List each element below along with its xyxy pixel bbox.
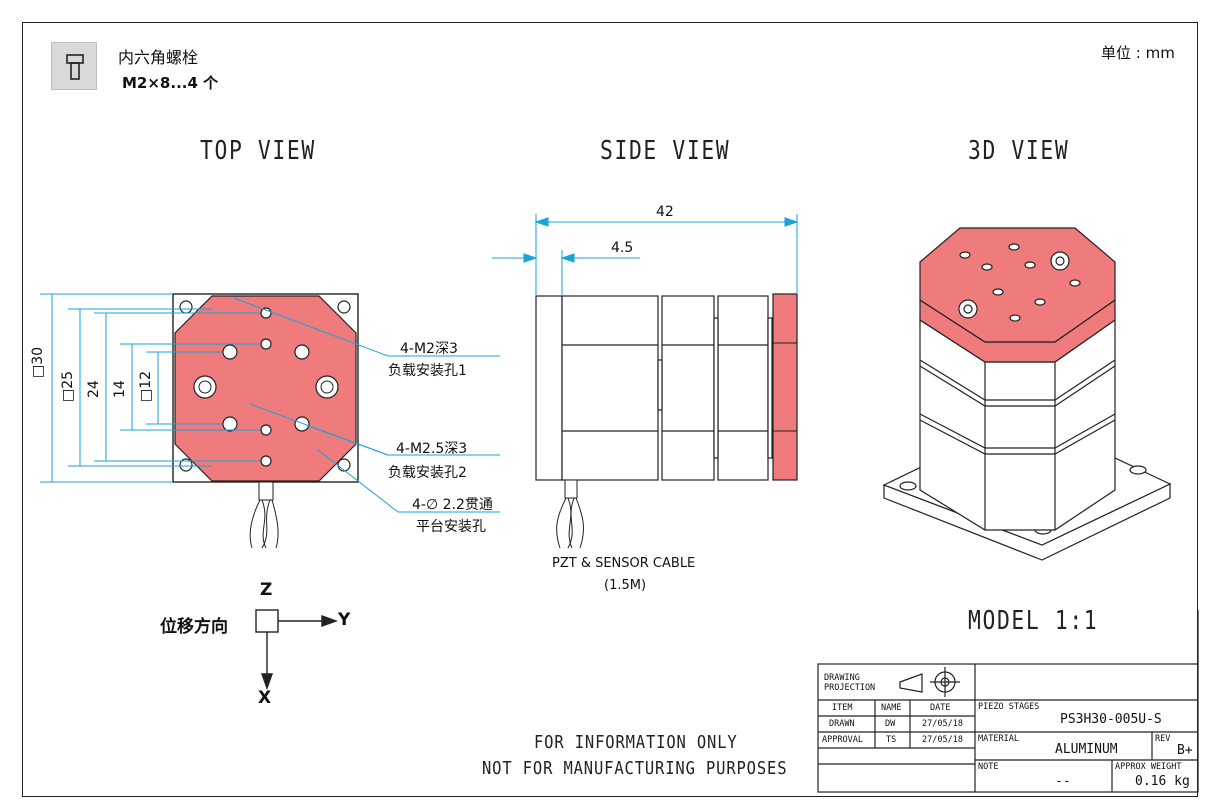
unit-label: 单位 : mm [1101,44,1175,62]
tb-material-label: MATERIAL [978,734,1019,744]
tb-weight: 0.16 kg [1135,774,1190,789]
tb-row2-item: APPROVAL [822,735,863,745]
side-body [535,295,773,481]
callout-hole-line1: 4-∅ 2.2贯通 [412,497,493,513]
bolt-icon [51,42,97,90]
tb-note-label: NOTE [978,762,999,772]
dim-24: 24 [86,380,102,398]
tb-projection-label-2: PROJECTION [824,683,876,693]
dim-30: □30 [30,346,46,378]
axis-z-label: Z [260,580,273,600]
cable-length: (1.5M) [604,578,647,593]
m25-hole [222,344,238,360]
side-platform [772,293,798,481]
tb-rev-label: REV [1155,734,1171,744]
corner-hole [337,300,351,314]
m25-hole [294,344,310,360]
title-block-lines [817,610,1199,793]
corner-hole [179,300,193,314]
screw-head [193,375,217,399]
dim-25: □25 [60,370,76,402]
tb-projection-label-1: DRAWING [824,673,860,683]
side-cable-wires [556,497,584,549]
note-line1: FOR INFORMATION ONLY [534,732,738,753]
side-dimension-lines [492,214,799,296]
tb-note: -- [1055,774,1071,789]
part-name: 内六角螺栓 [118,48,199,67]
dim-12: □12 [138,370,154,402]
iso-model [882,227,1172,561]
top-platform [174,295,357,482]
m2-hole [260,307,272,319]
side-cable-gland [564,479,578,499]
callout-hole-line2: 平台安装孔 [416,519,486,535]
callout-m25-line2: 负载安装孔2 [388,465,467,481]
axis-x-label: X [258,688,272,708]
tb-weight-label: APPROX WEIGHT [1115,762,1182,772]
callout-m2-line1: 4-M2深3 [400,341,458,357]
corner-hole [337,458,351,472]
model-scale-title: MODEL 1:1 [968,606,1099,636]
m2-hole [260,455,272,467]
tb-rev: B+ [1177,743,1193,758]
dim-4-5: 4.5 [611,240,634,256]
tb-category-label: PIEZO STAGES [978,702,1040,712]
tb-part-number: PS3H30-005U-S [1060,712,1162,727]
tb-row1-date: 27/05/18 [922,719,963,729]
cable-label: PZT & SENSOR CABLE [552,556,696,571]
m2-hole [260,338,272,350]
axis-y-label: Y [338,610,351,630]
m2-hole [260,424,272,436]
axis-arrows [255,609,339,691]
dim-14: 14 [112,380,128,398]
top-dimension-lines [40,293,500,513]
screw-head [315,375,339,399]
tb-row1-name: DW [885,719,896,729]
callout-m2-line2: 负载安装孔1 [388,363,467,379]
cable-gland [258,481,274,501]
axis-caption: 位移方向 [160,617,228,637]
m25-hole [222,416,238,432]
top-view-title: TOP VIEW [200,136,316,166]
tb-row1-item: DRAWN [829,719,855,729]
tb-row2-name: TS [886,735,897,745]
m25-hole [294,416,310,432]
tb-col-name: NAME [881,703,902,713]
tb-material: ALUMINUM [1055,742,1118,757]
corner-hole [179,458,193,472]
tb-col-date: DATE [930,703,951,713]
drawing-frame [22,22,1198,797]
iso-view-title: 3D VIEW [968,136,1070,166]
tb-row2-date: 27/05/18 [922,735,963,745]
note-line2: NOT FOR MANUFACTURING PURPOSES [482,758,788,779]
callout-m25-line1: 4-M2.5深3 [396,441,468,457]
cable-wires [249,499,279,549]
tb-col-item: ITEM [832,703,853,713]
part-spec: M2×8...4 个 [122,74,219,92]
side-view-title: SIDE VIEW [600,136,731,166]
dim-42: 42 [656,204,674,220]
